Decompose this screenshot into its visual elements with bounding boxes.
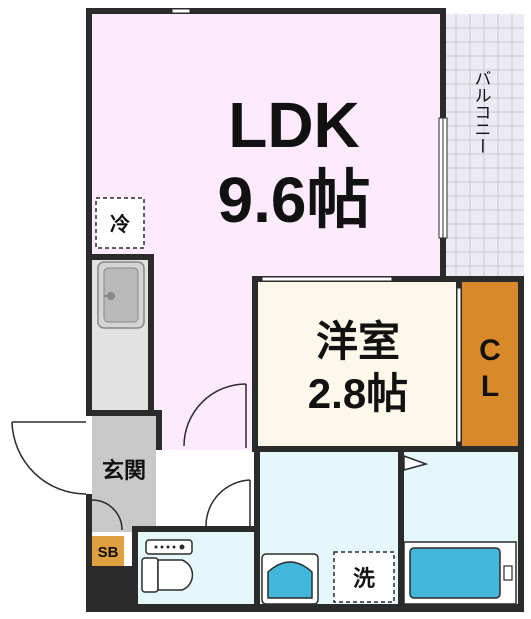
entrance-inner-door xyxy=(91,499,123,531)
closet-label-line2: L xyxy=(481,370,499,403)
window-top xyxy=(171,8,191,14)
bathroom-door xyxy=(401,454,429,604)
closet-floor xyxy=(462,282,518,448)
toilet-door xyxy=(205,479,251,528)
fridge-label: 冷 xyxy=(110,212,130,236)
western-window xyxy=(261,276,393,282)
closet-label-line1: C xyxy=(479,334,501,367)
entrance-door xyxy=(11,421,87,495)
kitchen-sink xyxy=(97,261,145,329)
ldk-floor xyxy=(92,14,440,276)
entrance-floor xyxy=(92,412,156,532)
shoe-box-label: SB xyxy=(98,544,119,561)
western-room-floor xyxy=(258,282,458,448)
ldk-lower-floor xyxy=(152,260,258,450)
ldk-size-label: 9.6帖 xyxy=(218,164,371,236)
bathtub xyxy=(403,541,517,605)
washer-space xyxy=(333,551,395,603)
western-room-size-label: 2.8帖 xyxy=(308,370,408,417)
entrance-label: 玄関 xyxy=(102,458,146,483)
balcony xyxy=(442,14,524,280)
balcony-sliding-door xyxy=(438,117,448,239)
fridge-space xyxy=(95,197,145,249)
shoe-box xyxy=(92,536,124,566)
washbasin xyxy=(261,553,319,605)
toilet xyxy=(141,539,194,593)
balcony-label: バルコニー xyxy=(472,70,491,155)
ldk-name-label: LDK xyxy=(228,89,360,161)
hall-floor xyxy=(160,450,256,528)
washer-label: 洗 xyxy=(353,566,375,591)
western-room-name-label: 洋室 xyxy=(316,318,400,365)
closet-door xyxy=(456,287,462,443)
ldk-door xyxy=(183,383,247,448)
